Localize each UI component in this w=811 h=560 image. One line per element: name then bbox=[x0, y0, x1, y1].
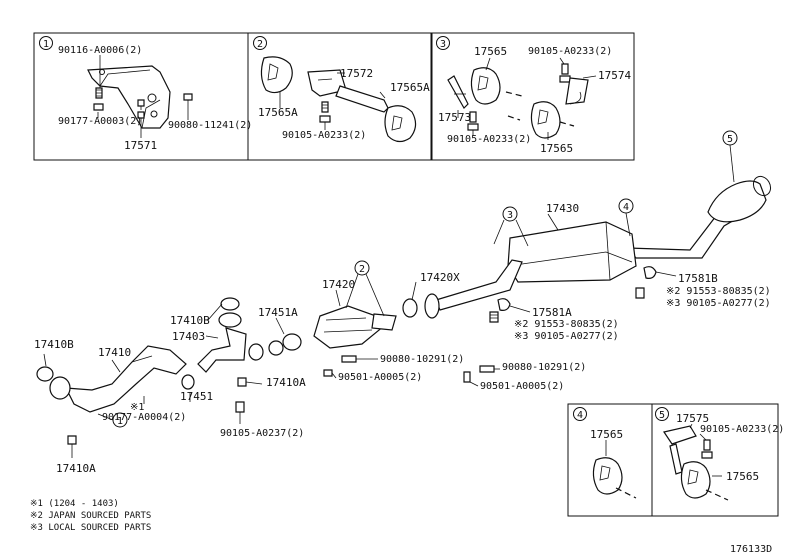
callout-4-box: 4 bbox=[577, 410, 583, 421]
main-callout-5: 5 bbox=[727, 134, 733, 145]
main-callout-2: 2 bbox=[359, 264, 365, 275]
label-17574: 17574 bbox=[598, 69, 631, 82]
label-90080-10291-b: 90080-10291(2) bbox=[502, 362, 586, 373]
label-90105-A0233-box3-top: 90105-A0233(2) bbox=[528, 46, 612, 57]
label-17565-box3-bot: 17565 bbox=[540, 142, 573, 155]
label-90105-A0233-box3-bot: 90105-A0233(2) bbox=[447, 134, 531, 145]
label-17565A-left: 17565A bbox=[258, 106, 298, 119]
label-17581A-a: ※2 91553-80835(2) bbox=[514, 319, 619, 330]
detail-box-2: 2 17572 17565A 17565A 90105-A0233(2) bbox=[247, 32, 432, 161]
label-90501-A0005-b: 90501-A0005(2) bbox=[480, 381, 564, 392]
footnotes: ※1 (1204 - 1403) ※2 JAPAN SOURCED PARTS … bbox=[30, 499, 151, 533]
label-90105-A0233-box2: 90105-A0233(2) bbox=[282, 130, 366, 141]
label-17565-box3-top: 17565 bbox=[474, 45, 507, 58]
callout-2: 2 bbox=[257, 39, 263, 50]
callout-1: 1 bbox=[43, 39, 49, 50]
label-17565-box4: 17565 bbox=[590, 428, 623, 441]
label-17403: 17403 bbox=[172, 330, 205, 343]
label-17581B: 17581B bbox=[678, 272, 718, 285]
label-90080-11241: 90080-11241(2) bbox=[168, 120, 252, 131]
label-17572: 17572 bbox=[340, 67, 373, 80]
main-callout-3: 3 bbox=[507, 210, 513, 221]
label-90105-A0237: 90105-A0237(2) bbox=[220, 428, 304, 439]
label-17581B-b: ※3 90105-A0277(2) bbox=[666, 298, 771, 309]
detail-box-5: 5 17575 90105-A0233(2) 17565 bbox=[651, 403, 784, 517]
label-17575: 17575 bbox=[676, 412, 709, 425]
label-90501-A0005-a: 90501-A0005(2) bbox=[338, 372, 422, 383]
label-17581A-b: ※3 90105-A0277(2) bbox=[514, 331, 619, 342]
label-90105-A0233-box5: 90105-A0233(2) bbox=[700, 424, 784, 435]
label-17410: 17410 bbox=[98, 346, 131, 359]
label-90080-10291-a: 90080-10291(2) bbox=[380, 354, 464, 365]
label-17573: 17573 bbox=[438, 111, 471, 124]
note-3: ※3 LOCAL SOURCED PARTS bbox=[30, 523, 151, 533]
detail-box-4: 4 17565 bbox=[567, 403, 653, 517]
label-17451: 17451 bbox=[180, 390, 213, 403]
label-17565-box5: 17565 bbox=[726, 470, 759, 483]
label-17420X: 17420X bbox=[420, 271, 460, 284]
label-90177-A0004: 90177-A0004(2) bbox=[102, 412, 186, 423]
label-17430: 17430 bbox=[546, 202, 579, 215]
main-callout-4: 4 bbox=[623, 202, 629, 213]
callout-3: 3 bbox=[440, 39, 446, 50]
label-17410A-bot: 17410A bbox=[56, 462, 96, 475]
label-17420: 17420 bbox=[322, 278, 355, 291]
label-17565A-right: 17565A bbox=[390, 81, 430, 94]
label-x1: ※1 bbox=[130, 402, 144, 413]
detail-box-1: 1 90116-A0006(2) 90177-A0003(2) 90080-11… bbox=[33, 32, 252, 161]
detail-box-3: 3 17565 90105-A0233(2) 17574 17573 90105… bbox=[431, 32, 635, 161]
label-17571: 17571 bbox=[124, 139, 157, 152]
label-90116-A0006: 90116-A0006(2) bbox=[58, 45, 142, 56]
label-17451A: 17451A bbox=[258, 306, 298, 319]
note-1: ※1 (1204 - 1403) bbox=[30, 499, 119, 509]
note-2: ※2 JAPAN SOURCED PARTS bbox=[30, 511, 151, 521]
main-callout-1: 1 bbox=[117, 416, 123, 427]
label-17410B-left: 17410B bbox=[34, 338, 74, 351]
label-90177-A0003: 90177-A0003(2) bbox=[58, 116, 142, 127]
figure-id: 176133D bbox=[730, 544, 772, 555]
callout-5-box: 5 bbox=[659, 410, 665, 421]
label-17581B-a: ※2 91553-80835(2) bbox=[666, 286, 771, 297]
label-17410A-mid: 17410A bbox=[266, 376, 306, 389]
main-assembly: 5 4 3 2 1 17430 17581B ※2 91553-80835(2)… bbox=[34, 130, 772, 475]
label-17410B-top: 17410B bbox=[170, 314, 210, 327]
label-17581A: 17581A bbox=[532, 306, 572, 319]
